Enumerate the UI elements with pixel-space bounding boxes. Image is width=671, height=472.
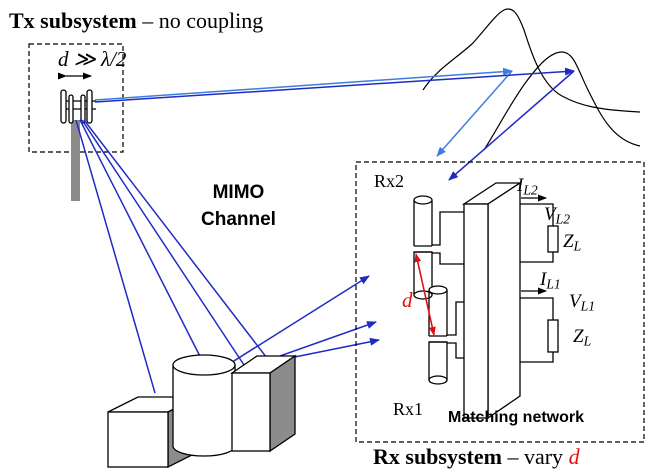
rx-title-var: d	[568, 444, 580, 469]
zl-bottom-label: ZL	[573, 327, 591, 348]
rx2-label: Rx2	[374, 171, 405, 191]
matching-network-block	[461, 181, 523, 420]
il2-sub: L2	[523, 182, 538, 198]
tx-antenna-array	[60, 89, 96, 124]
rx1-antenna	[428, 285, 448, 385]
il2-main: I	[517, 175, 524, 196]
zl-top-main: Z	[563, 231, 574, 252]
building-cylinder	[172, 354, 236, 457]
ray-light-mountain-to-rx	[436, 70, 513, 157]
rx-dashed-box	[355, 161, 645, 443]
mimo-label: MIMO	[212, 182, 265, 203]
zl-top-sub: L	[573, 238, 582, 254]
hill-shape	[483, 51, 641, 151]
ray-dark-tx-to-hill	[94, 67, 575, 103]
rx-title-rest: vary	[523, 444, 569, 469]
tx-spacing-label: d ≫ λ/2	[58, 47, 127, 71]
ray-dark-hill-to-rx	[448, 70, 575, 181]
il1-label: IL1	[540, 270, 561, 291]
rx-title-dash: –	[501, 444, 524, 469]
rx2-wiring	[432, 203, 559, 265]
vl2-sub: L2	[555, 211, 571, 227]
vl2-label: VL2	[544, 205, 570, 226]
zl-bottom-main: Z	[573, 326, 584, 347]
tx-tower-mast	[71, 120, 80, 201]
tx-title-bold: Tx subsystem	[9, 8, 137, 33]
rx1-wiring	[447, 297, 559, 363]
channel-label: Channel	[201, 209, 276, 230]
building-tall-box	[229, 354, 298, 453]
rx-title: Rx subsystem – vary d	[373, 446, 580, 468]
zl-bottom-sub: L	[583, 333, 592, 349]
vl2-main: V	[544, 204, 556, 225]
distance-d-arrow	[414, 253, 436, 336]
tx-title-rest: no coupling	[158, 8, 264, 33]
vl1-label: VL1	[569, 292, 595, 313]
vl1-main: V	[569, 291, 581, 312]
tx-title: Tx subsystem – no coupling	[9, 10, 263, 32]
ray-light-tx-to-mountain	[94, 67, 513, 101]
vl1-sub: L1	[580, 298, 596, 314]
rx-title-bold: Rx subsystem	[373, 444, 502, 469]
il1-sub: L1	[546, 276, 561, 292]
rx1-label: Rx1	[393, 399, 424, 419]
il2-label: IL2	[517, 176, 538, 197]
tx-title-dash: –	[136, 8, 159, 33]
mountain-shape	[422, 8, 641, 113]
distance-d-label: d	[402, 288, 413, 312]
matching-network-label: Matching network	[448, 409, 585, 426]
zl-top-label: ZL	[563, 232, 581, 253]
ray-group-ground	[75, 119, 380, 394]
mimo-channel-label: MIMO Channel	[201, 179, 276, 233]
il1-main: I	[540, 269, 547, 290]
